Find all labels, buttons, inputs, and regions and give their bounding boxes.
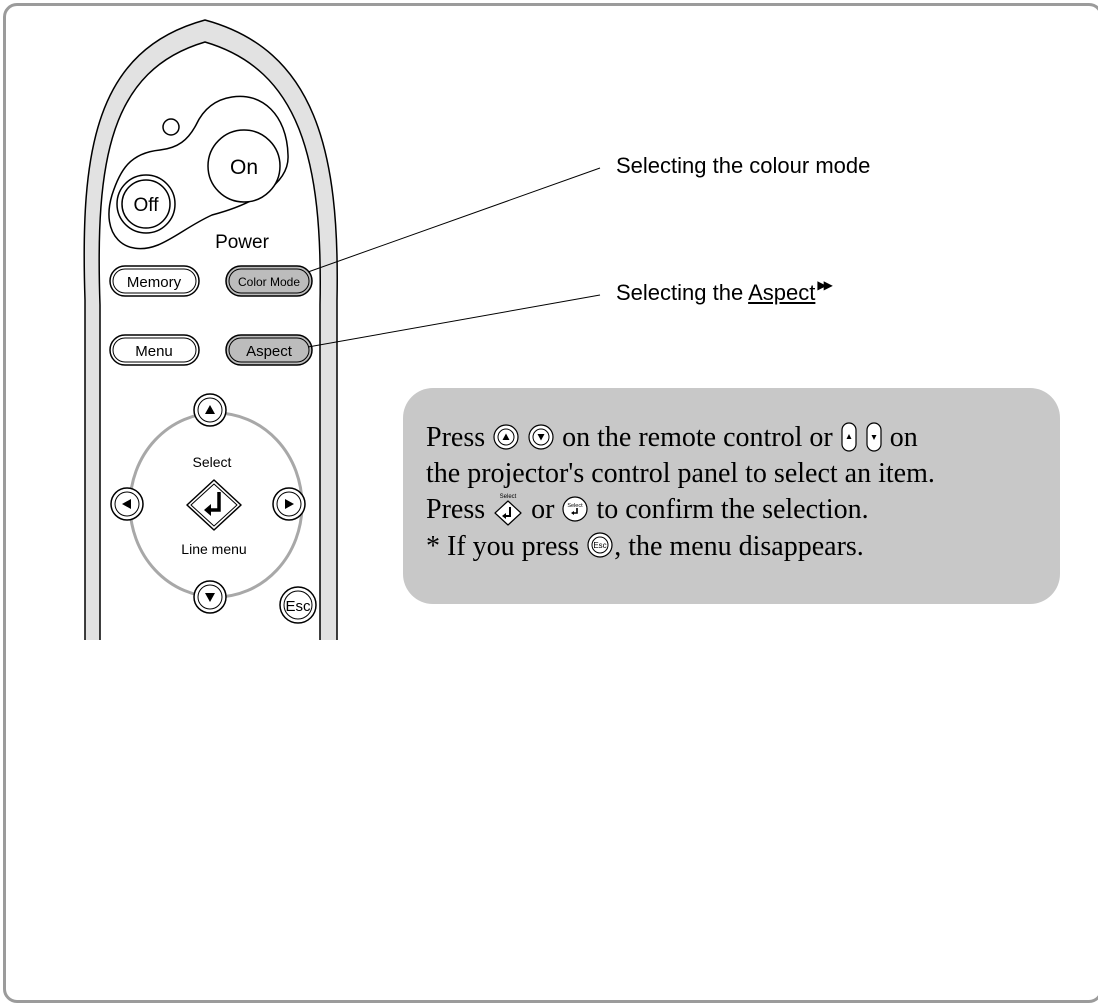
esc-button-icon: Esc xyxy=(587,532,613,558)
panel-down-button-icon xyxy=(866,421,882,452)
glossary-marker-icon: ▶▶ xyxy=(817,278,833,292)
panel-select-button-icon: Select xyxy=(562,495,589,522)
panel-select-icon-label: Select xyxy=(568,503,584,509)
off-button-label: Off xyxy=(134,195,160,216)
aspect-leader-line xyxy=(307,294,601,348)
color-mode-button-label: Color Mode xyxy=(238,275,300,289)
instruction-line-4-prefix: * If you press xyxy=(426,530,580,562)
instruction-line-1-suffix: on xyxy=(889,422,918,453)
instruction-line-3-prefix: Press xyxy=(426,494,486,525)
aspect-glossary-link[interactable]: Aspect xyxy=(748,280,816,305)
remote-select-icon-label: Select xyxy=(500,494,517,500)
on-button[interactable]: On xyxy=(207,129,281,203)
instruction-line-1: Press on the remote control or on xyxy=(426,420,935,456)
up-arrow-icon xyxy=(205,405,215,414)
instruction-line-3-mid: or xyxy=(531,494,555,525)
line-menu-label: Line menu xyxy=(181,541,246,557)
aspect-callout: Selecting the Aspect▶▶ xyxy=(616,278,833,306)
aspect-button[interactable]: Aspect xyxy=(225,334,313,366)
enter-icon xyxy=(209,492,221,512)
right-arrow-icon xyxy=(285,499,294,509)
left-arrow-icon xyxy=(122,499,131,509)
instruction-line-1-prefix: Press xyxy=(426,422,486,453)
instruction-line-3: Press Select or Select to confirm the se… xyxy=(426,492,935,529)
esc-button[interactable]: Esc xyxy=(279,586,317,624)
esc-icon-label: Esc xyxy=(594,541,607,550)
instruction-line-1-mid: on the remote control or xyxy=(562,422,833,453)
remote-select-button-icon: Select xyxy=(494,494,522,526)
colour-mode-leader-line xyxy=(307,167,601,273)
instruction-text: Press on the remote control or on the pr… xyxy=(426,420,935,565)
down-arrow-button[interactable] xyxy=(193,580,227,614)
power-indicator-lamp xyxy=(162,118,180,136)
menu-button-label: Menu xyxy=(135,343,173,360)
up-arrow-button[interactable] xyxy=(193,393,227,427)
remote-up-button-icon xyxy=(493,423,519,450)
memory-button-label: Memory xyxy=(127,274,182,291)
color-mode-button[interactable]: Color Mode xyxy=(225,265,313,297)
select-label: Select xyxy=(193,454,232,470)
instruction-line-3-suffix: to confirm the selection. xyxy=(596,494,869,525)
menu-button[interactable]: Menu xyxy=(109,334,200,366)
memory-button[interactable]: Memory xyxy=(109,265,200,297)
colour-mode-callout: Selecting the colour mode xyxy=(616,153,871,178)
panel-up-button-icon xyxy=(841,421,857,452)
instruction-line-4: * If you press Esc , the menu disappears. xyxy=(426,529,935,565)
remote-down-button-icon xyxy=(528,423,554,450)
instruction-line-2: the projector's control panel to select … xyxy=(426,458,935,489)
instruction-box xyxy=(403,388,1060,604)
instruction-line-4-suffix: , the menu disappears. xyxy=(614,530,864,562)
down-arrow-icon xyxy=(205,593,215,602)
on-button-label: On xyxy=(230,156,258,179)
off-button[interactable]: Off xyxy=(116,174,176,234)
esc-button-label: Esc xyxy=(285,598,311,615)
left-arrow-button[interactable] xyxy=(110,487,144,521)
select-button[interactable] xyxy=(186,479,242,531)
right-arrow-button[interactable] xyxy=(272,487,306,521)
aspect-callout-prefix: Selecting the xyxy=(616,280,749,305)
remote-control-illustration: On Off Power Memory Color Mode Menu Aspe… xyxy=(83,19,601,640)
aspect-button-label: Aspect xyxy=(246,343,293,360)
power-label: Power xyxy=(215,232,270,253)
